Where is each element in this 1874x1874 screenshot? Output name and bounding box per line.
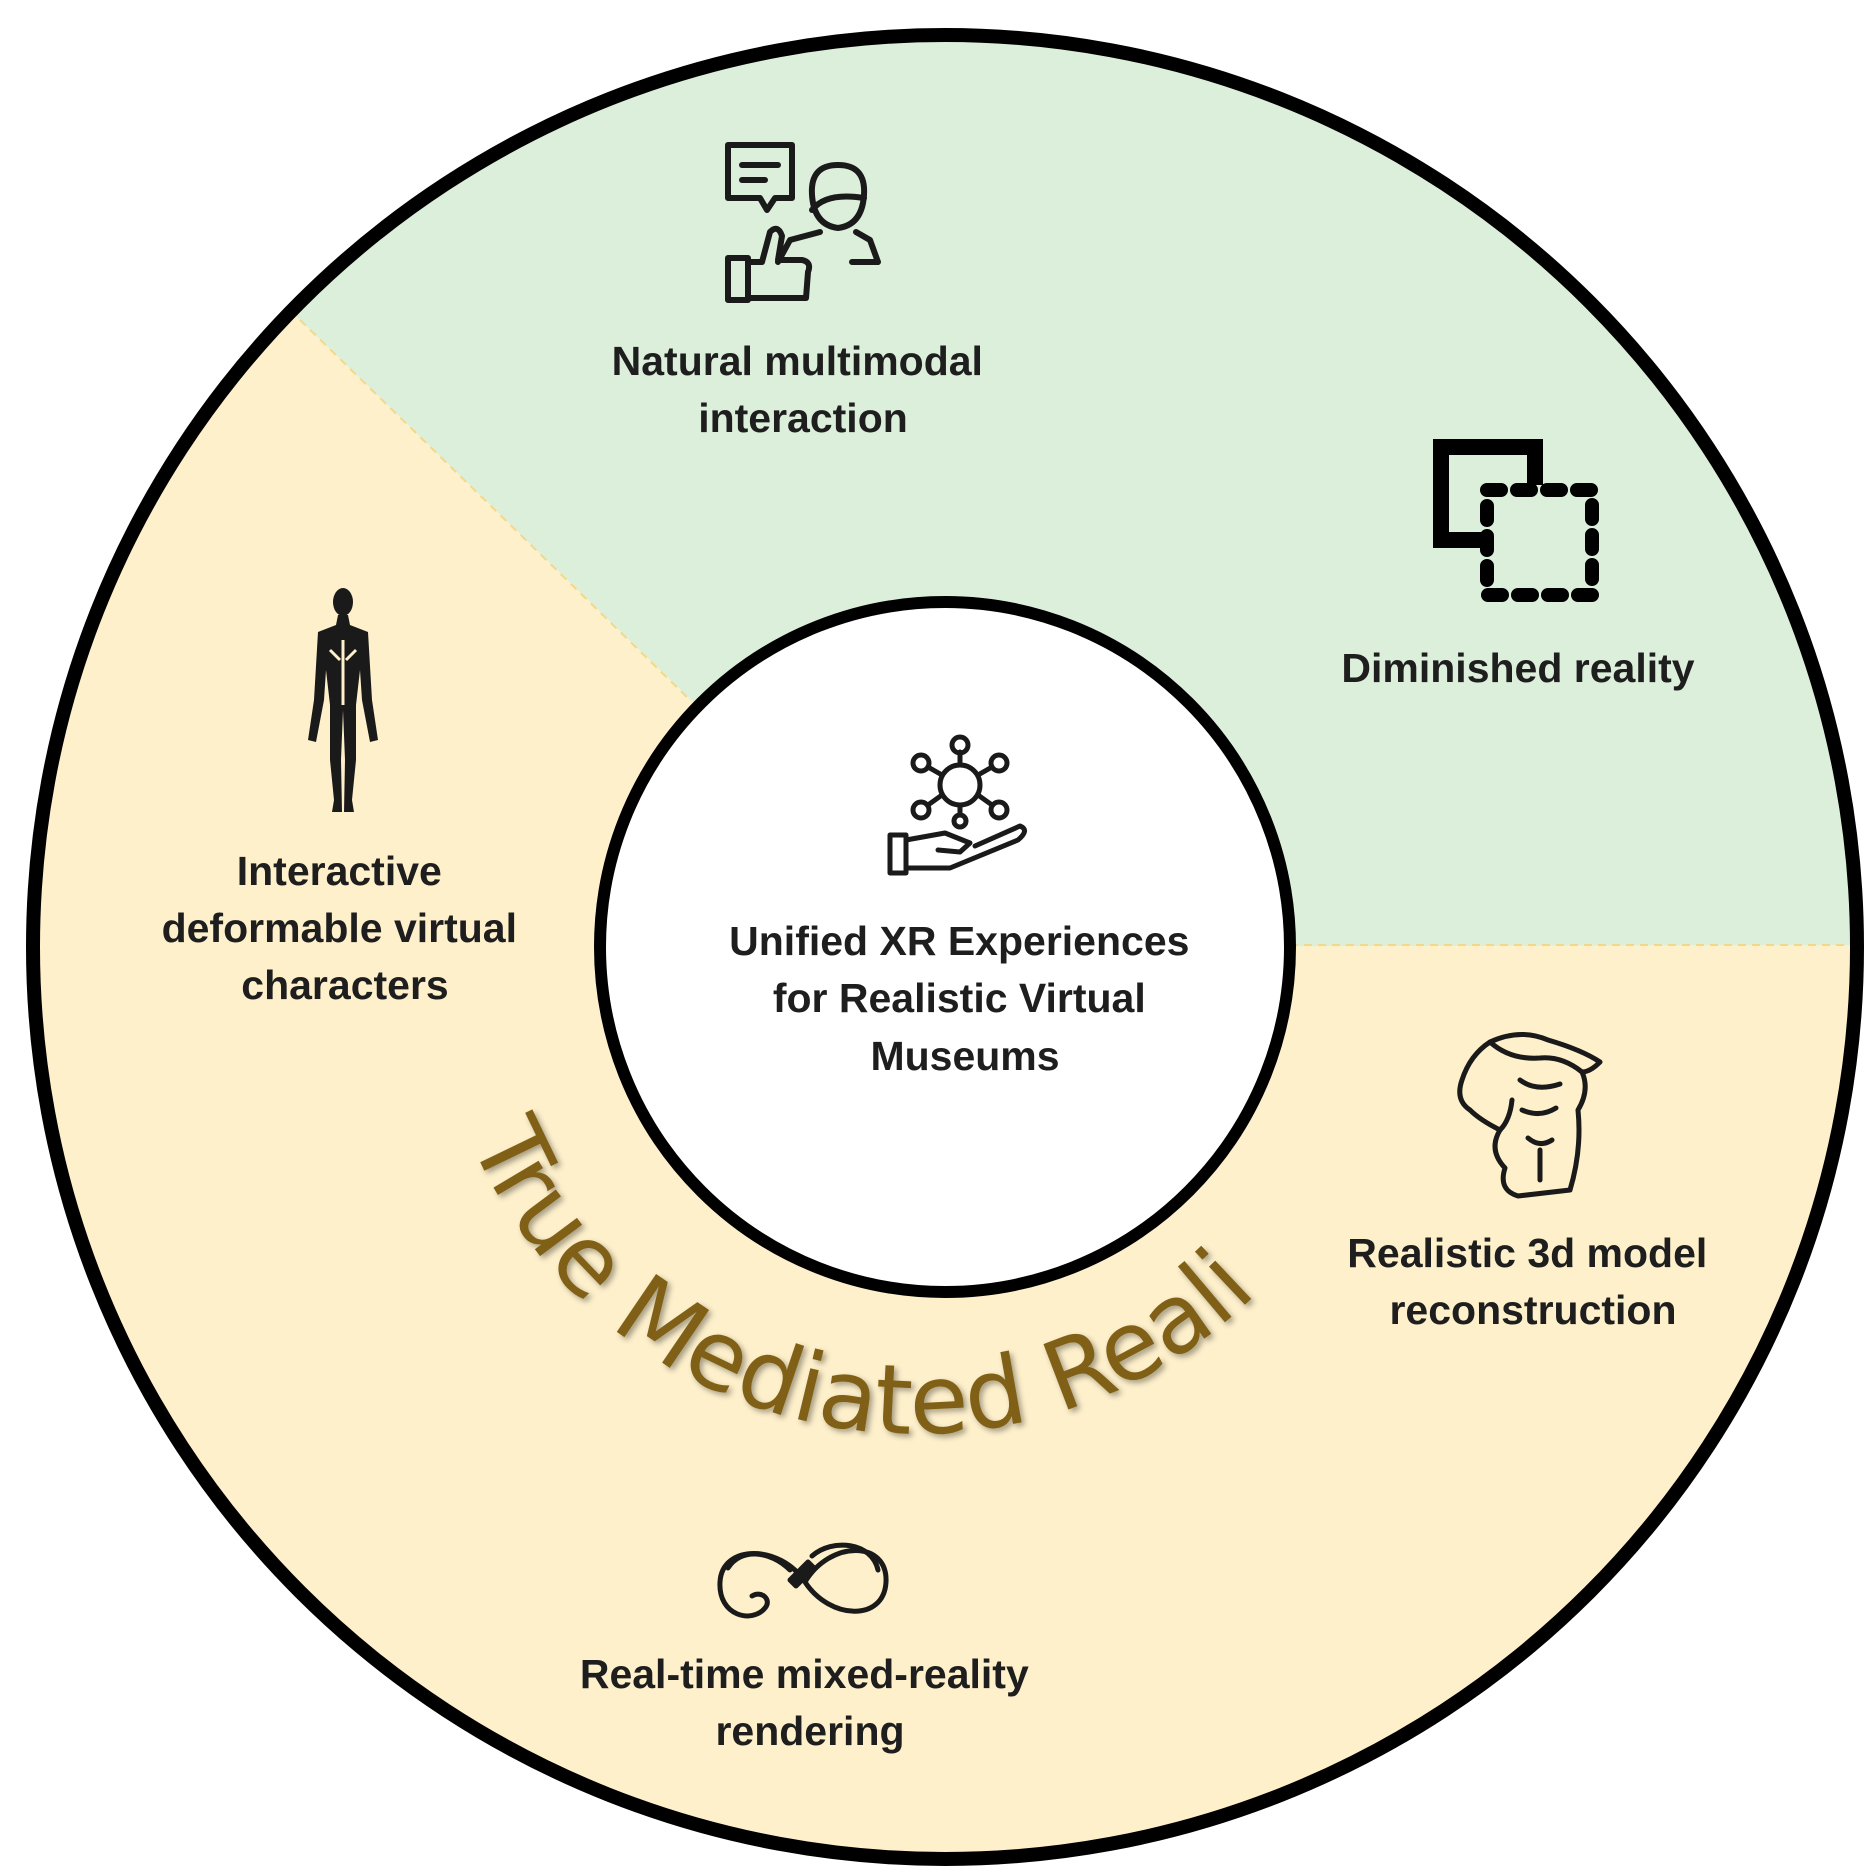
node-rendering: Real-time mixed-reality rendering <box>580 1542 1040 1754</box>
node-multimodal: Natural multimodal interaction <box>612 142 995 441</box>
node-rendering-label-line-2: rendering <box>715 1708 904 1754</box>
node-diminished-label: Diminished reality <box>1341 645 1694 691</box>
node-rendering-label: Real-time mixed-reality rendering <box>580 1651 1040 1754</box>
node-characters-label: Interactive deformable virtual character… <box>162 848 529 1008</box>
conversation-thumbs-up-icon <box>725 142 881 303</box>
center-title-line-3: Museums <box>870 1033 1059 1079</box>
node-characters: Interactive deformable virtual character… <box>162 588 529 1008</box>
inner-circle-disc <box>594 596 1296 1298</box>
segment-divider-left <box>299 319 691 701</box>
green-segment <box>290 37 1855 947</box>
node-diminished: Diminished reality <box>1341 439 1695 691</box>
diminished-squares-icon <box>1433 439 1599 602</box>
infinity-pen-icon <box>717 1542 889 1619</box>
human-figure-icon <box>308 588 378 812</box>
node-multimodal-label-line-2: interaction <box>698 395 908 441</box>
center-title-line-1: Unified XR Experiences <box>729 918 1189 964</box>
node-multimodal-label-line-1: Natural multimodal <box>612 338 983 384</box>
node-characters-label-line-2: deformable virtual <box>162 905 517 951</box>
node-characters-label-line-1: Interactive <box>237 848 442 894</box>
outer-ring-outline <box>26 28 1864 1866</box>
node-reconstruction: Realistic 3d model reconstruction <box>1347 1032 1718 1333</box>
inner-circle: Unified XR Experiences for Realistic Vir… <box>594 596 1296 1298</box>
node-rendering-label-line-1: Real-time mixed-reality <box>580 1651 1029 1697</box>
node-diminished-label-line-1: Diminished reality <box>1341 645 1694 691</box>
center-title: Unified XR Experiences for Realistic Vir… <box>729 918 1201 1079</box>
node-characters-label-line-3: characters <box>241 962 448 1008</box>
node-reconstruction-label: Realistic 3d model reconstruction <box>1347 1230 1718 1333</box>
node-multimodal-label: Natural multimodal interaction <box>612 338 995 441</box>
molecule-hand-icon <box>887 734 1027 876</box>
statue-torso-icon <box>1457 1032 1603 1199</box>
node-reconstruction-label-line-2: reconstruction <box>1389 1287 1676 1333</box>
center-title-line-2: for Realistic Virtual <box>773 975 1146 1021</box>
node-reconstruction-label-line-1: Realistic 3d model <box>1347 1230 1707 1276</box>
